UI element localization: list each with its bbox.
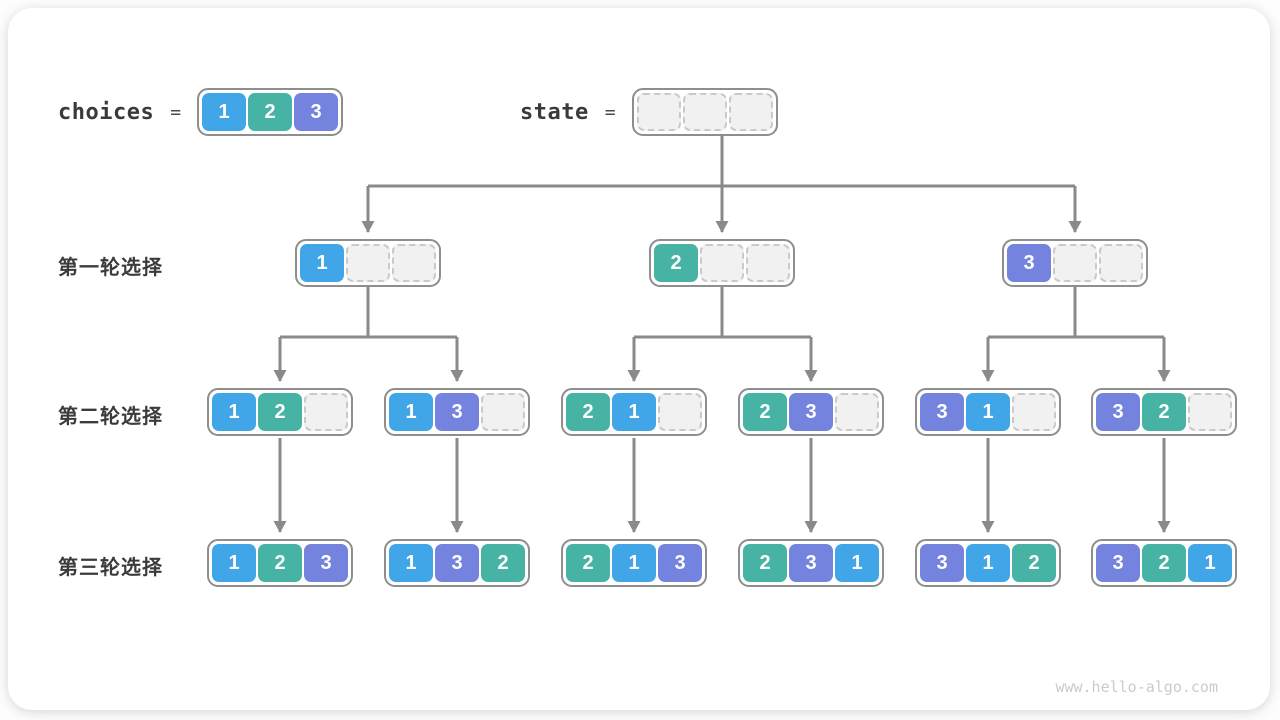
array-cell: 3: [658, 544, 702, 582]
array-cell: 1: [212, 393, 256, 431]
state-box: [631, 88, 778, 136]
array-cell-empty: [1099, 244, 1143, 282]
array-cell-empty: [1188, 393, 1232, 431]
array-cell: 2: [566, 544, 610, 582]
round-1-label: 第一轮选择: [58, 257, 163, 279]
tree-node-level1-3: 3: [1002, 239, 1148, 287]
array-cell: 3: [920, 544, 964, 582]
array-cell: 2: [566, 393, 610, 431]
array-cell: 1: [389, 544, 433, 582]
array-cell: 3: [435, 393, 479, 431]
array-cell-empty: [682, 93, 727, 131]
array-cell: 2: [654, 244, 698, 282]
array-cell: 2: [743, 544, 787, 582]
array-cell-empty: [728, 93, 773, 131]
array-cell: 2: [743, 393, 787, 431]
choices-label: choices: [58, 99, 155, 125]
state-equals-sign: =: [604, 101, 616, 123]
array-cell: 1: [202, 93, 247, 131]
array-cell: 2: [1012, 544, 1056, 582]
array-cell: 3: [294, 93, 339, 131]
array-cell-empty: [304, 393, 348, 431]
array-cell-empty: [1012, 393, 1056, 431]
array-cell-empty: [346, 244, 390, 282]
choices-equals-sign: =: [170, 101, 182, 123]
array-cell: 1: [300, 244, 344, 282]
array-cell: 2: [258, 393, 302, 431]
array-cell: 1: [835, 544, 879, 582]
array-cell-empty: [392, 244, 436, 282]
array-cell: 1: [612, 544, 656, 582]
array-cell: 3: [1096, 544, 1140, 582]
array-cell: 2: [248, 93, 293, 131]
array-cell: 1: [966, 544, 1010, 582]
array-cell: 1: [612, 393, 656, 431]
tree-node-level1-2: 2: [649, 239, 795, 287]
array-cell-empty: [700, 244, 744, 282]
array-cell-empty: [746, 244, 790, 282]
array-cell-empty: [481, 393, 525, 431]
array-cell: 1: [1188, 544, 1232, 582]
round-3-label: 第三轮选择: [58, 557, 163, 579]
array-cell: 1: [966, 393, 1010, 431]
array-cell: 3: [920, 393, 964, 431]
array-cell: 3: [789, 544, 833, 582]
array-cell: 2: [1142, 544, 1186, 582]
array-cell: 1: [389, 393, 433, 431]
array-cell: 3: [1007, 244, 1051, 282]
tree-node-level1-1: 1: [295, 239, 441, 287]
array-cell-empty: [636, 93, 681, 131]
watermark: www.hello-algo.com: [1055, 678, 1218, 696]
state-group: state =: [520, 88, 778, 136]
array-cell-empty: [658, 393, 702, 431]
array-cell-empty: [835, 393, 879, 431]
array-cell: 3: [789, 393, 833, 431]
array-cell: 3: [435, 544, 479, 582]
state-label: state: [520, 99, 589, 125]
array-cell: 2: [481, 544, 525, 582]
array-cell: 1: [212, 544, 256, 582]
array-cell: 3: [304, 544, 348, 582]
array-cell: 2: [1142, 393, 1186, 431]
array-cell-empty: [1053, 244, 1097, 282]
array-cell: 3: [1096, 393, 1140, 431]
array-cell: 2: [258, 544, 302, 582]
round-2-label: 第二轮选择: [58, 406, 163, 428]
